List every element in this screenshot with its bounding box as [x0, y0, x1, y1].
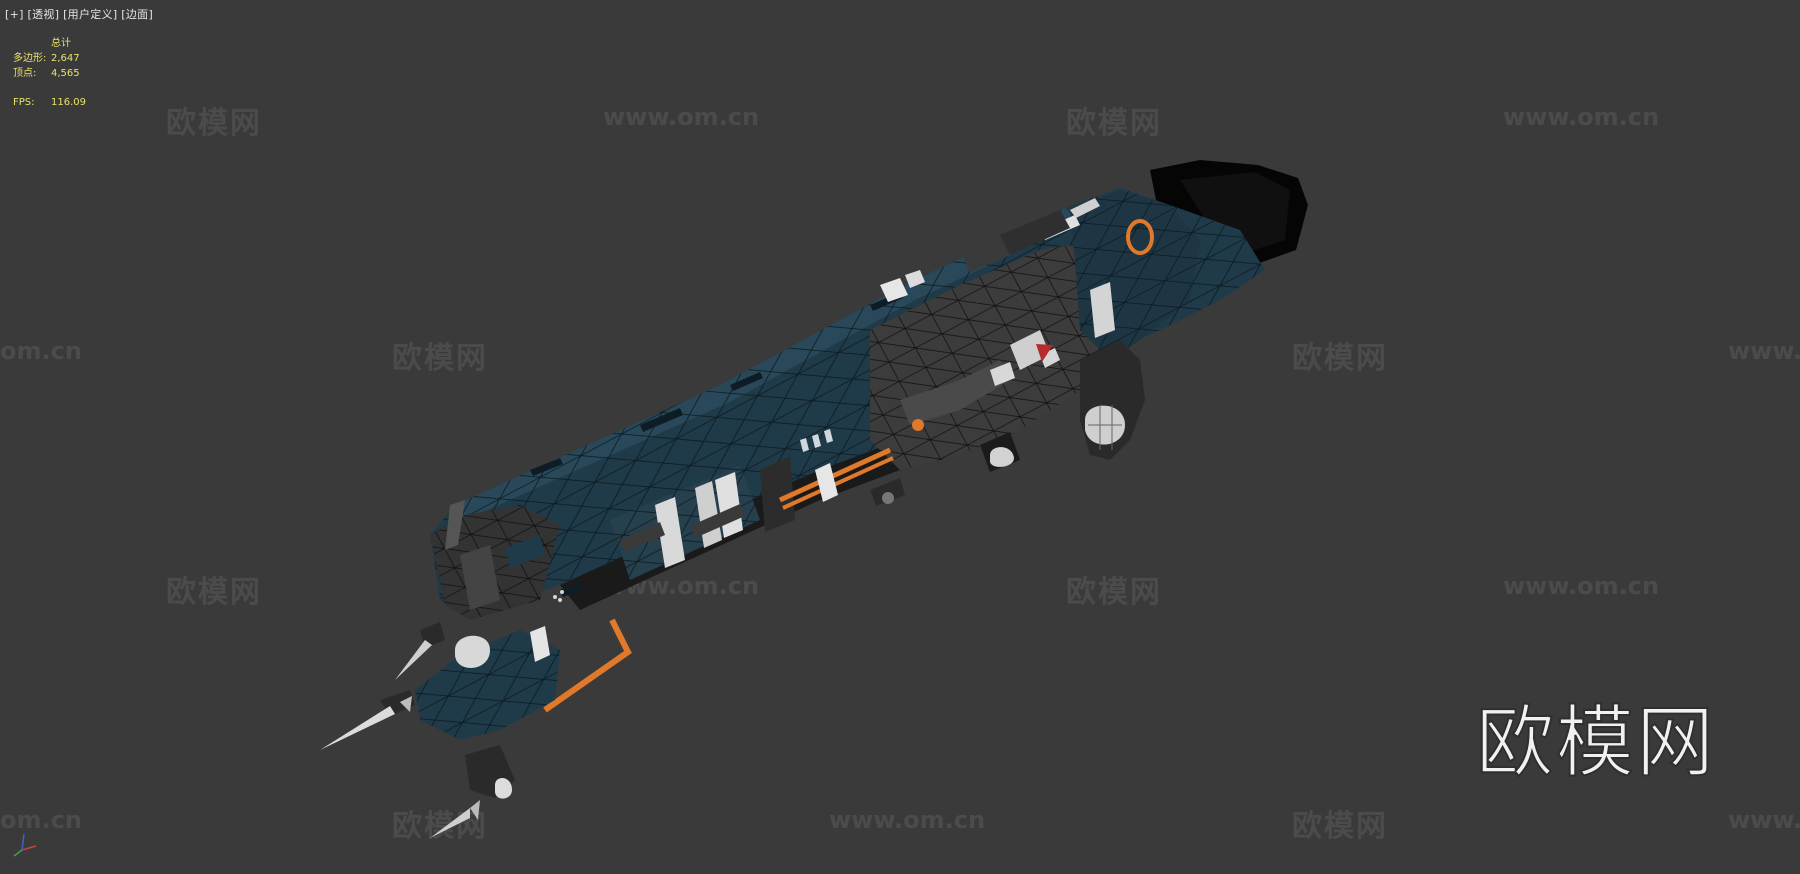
- viewport-view-menu[interactable]: [透视]: [27, 8, 60, 21]
- stats-fps-label: FPS:: [13, 97, 35, 108]
- model-underside: [870, 432, 1020, 506]
- model-top-rail: [880, 210, 1070, 302]
- model-receiver: [870, 240, 1140, 470]
- model-grip: [1080, 340, 1145, 460]
- model-rear-housing: [1040, 190, 1200, 360]
- viewport-shading-menu[interactable]: [边面]: [121, 8, 154, 21]
- axis-gizmo-icon: [13, 833, 37, 857]
- viewport-menu-label: [+] [透视] [用户定义] [边面]: [5, 6, 153, 22]
- stats-vertices-label: 顶点:: [13, 68, 37, 79]
- statistics-overlay: 总计 多边形: 2,647 顶点: 4,565 FPS: 116.09: [13, 36, 86, 110]
- model-lower-front: [320, 622, 560, 838]
- stats-polygons-label: 多边形:: [13, 53, 47, 64]
- model-panel-details: [530, 292, 903, 602]
- model-side-panels: [610, 456, 795, 580]
- stats-vertices-value: 4,565: [51, 68, 80, 79]
- viewport-plus-menu[interactable]: [+]: [5, 8, 24, 21]
- model-orange-pipes: [543, 447, 894, 713]
- stats-fps-value: 116.09: [51, 97, 86, 108]
- stats-vertices-row: 顶点: 4,565: [13, 66, 86, 81]
- stats-polygons-value: 2,647: [51, 53, 80, 64]
- brand-logo: 欧模网: [1475, 697, 1717, 789]
- stats-header: 总计: [51, 38, 71, 49]
- viewport-user-menu[interactable]: [用户定义]: [63, 8, 118, 21]
- stats-polygons-row: 多边形: 2,647: [13, 51, 86, 66]
- stats-fps-row: FPS: 116.09: [13, 95, 86, 110]
- model-muzzle: [430, 500, 560, 620]
